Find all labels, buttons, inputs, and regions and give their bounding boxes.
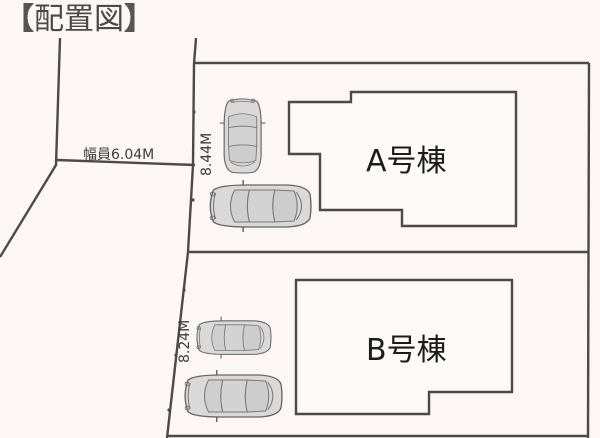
page-title: 【配置図】 [4,2,154,38]
lot-b-frontage-label: 8.24M [177,319,193,363]
title-open-bracket: 【 [4,2,34,37]
title-close-bracket: 】 [124,2,154,37]
car-a1 [219,98,267,174]
boundary-markers [167,110,196,412]
car-a2 [209,179,312,233]
road-boundary-lines [0,37,198,438]
building-b-label: B号棟 [366,333,447,368]
building-b-outline [294,278,514,416]
title-text: 配置図 [34,2,124,37]
car-b1 [196,316,272,359]
lot-a-frontage-label: 8.44M [199,132,215,176]
building-a-outline [287,90,518,228]
road-width-label: 幅員6.04M [83,147,155,163]
lot-boundaries [167,61,591,438]
building-a-label: A号棟 [366,144,447,179]
car-b2 [184,369,283,423]
